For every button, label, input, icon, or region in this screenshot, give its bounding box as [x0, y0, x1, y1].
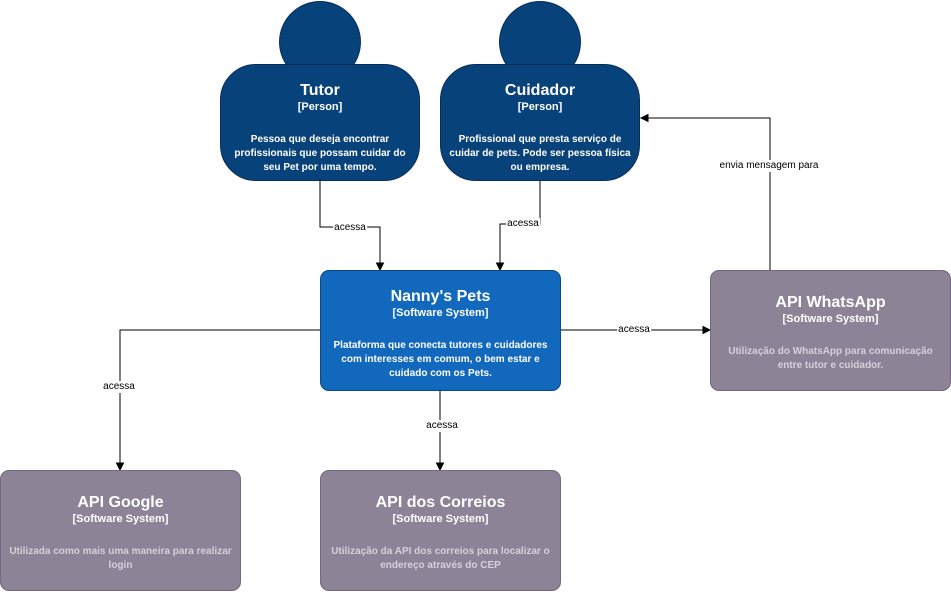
nannys-pets-description: Plataforma que conecta tutores e cuidado…: [333, 340, 548, 379]
edge-nannys-to-google: [119, 329, 320, 463]
api-google-description: Utilizada como mais uma maneira para rea…: [9, 546, 232, 571]
api-google-type: [Software System]: [72, 513, 169, 525]
arrowhead-cuidador-to-nannys: [495, 262, 505, 272]
arrowhead-whatsapp-to-cuidador: [639, 113, 649, 123]
api-correios-type: [Software System]: [392, 513, 489, 525]
cuidador-description: Profissional que presta serviço de cuida…: [449, 134, 631, 173]
api-correios-node[interactable]: API dos Correios [Software System] Utili…: [320, 470, 561, 591]
cuidador-type: [Person]: [517, 101, 563, 113]
api-whatsapp-title: API WhatsApp: [775, 294, 886, 311]
cuidador-title: Cuidador: [504, 82, 576, 99]
arrowhead-tutor-to-nannys: [375, 262, 385, 272]
nannys-pets-node[interactable]: Nanny's Pets [Software System] Plataform…: [320, 270, 561, 391]
api-google-title: API Google: [77, 494, 164, 511]
arrowhead-nannys-to-whatsapp: [702, 325, 712, 335]
tutor-title: Tutor: [300, 82, 340, 99]
tutor-description: Pessoa que deseja encontrar profissionai…: [234, 134, 406, 173]
arrowhead-nannys-to-correios: [435, 462, 445, 472]
nannys-pets-type: [Software System]: [392, 307, 489, 319]
api-whatsapp-type: [Software System]: [782, 313, 879, 325]
api-correios-title: API dos Correios: [375, 494, 506, 511]
edge-whatsapp-to-cuidador: [648, 117, 771, 270]
nannys-pets-title: Nanny's Pets: [390, 288, 491, 305]
edge-label-tutor-to-nannys: acessa: [333, 222, 367, 234]
tutor-node[interactable]: Tutor [Person] Pessoa que deseja encontr…: [220, 64, 420, 181]
edge-label-whatsapp-to-cuidador: envia mensagem para: [718, 160, 820, 172]
edge-label-nannys-to-google: acessa: [102, 381, 136, 393]
edge-label-nannys-to-whatsapp: acessa: [617, 324, 651, 336]
api-google-node[interactable]: API Google [Software System] Utilizada c…: [0, 470, 241, 591]
api-whatsapp-description: Utilização do WhatsApp para comunicação …: [728, 346, 933, 371]
edge-label-nannys-to-correios: acessa: [425, 420, 459, 432]
edge-label-cuidador-to-nannys: acessa: [506, 218, 540, 230]
api-whatsapp-node[interactable]: API WhatsApp [Software System] Utilizaçã…: [710, 270, 951, 391]
tutor-type: [Person]: [297, 101, 343, 113]
arrowhead-nannys-to-google: [115, 462, 125, 472]
cuidador-node[interactable]: Cuidador [Person] Profissional que prest…: [440, 64, 640, 181]
api-correios-description: Utilização da API dos correios para loca…: [331, 546, 550, 571]
